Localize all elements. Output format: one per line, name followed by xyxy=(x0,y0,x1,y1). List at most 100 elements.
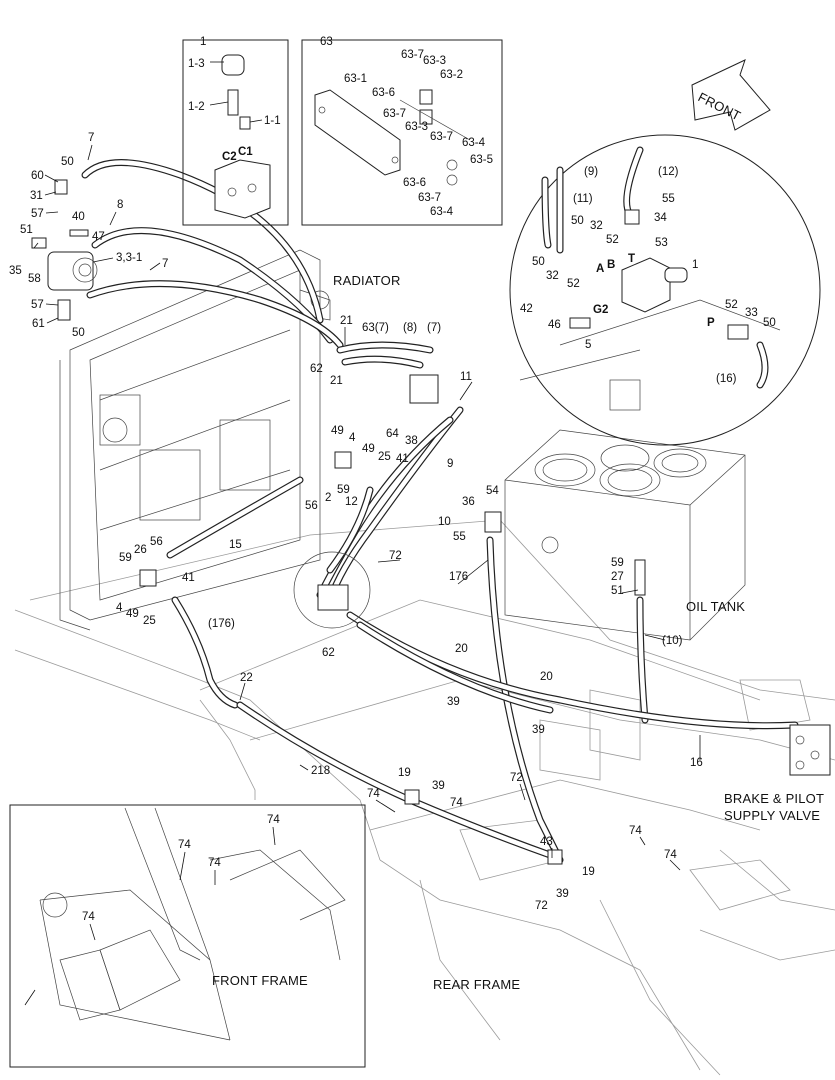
callout-m-59c: 59 xyxy=(119,552,132,564)
inset-63-labels: 63 63-1 63-7 63-3 63-2 63-6 63-7 63-3 63… xyxy=(320,36,493,218)
callout-c-33: 33 xyxy=(745,307,758,319)
callout-p-8: 8 xyxy=(117,199,123,211)
main-fittings xyxy=(139,374,646,865)
callout-m-7: (7) xyxy=(427,322,441,334)
port-t: T xyxy=(628,253,635,265)
brake-pilot-supply-valve xyxy=(789,724,831,776)
callout-m-22: 22 xyxy=(240,672,253,684)
callout-c-52b: 52 xyxy=(567,278,580,290)
callout-m-39a: 39 xyxy=(447,696,460,708)
port-c2: C2 xyxy=(222,151,237,163)
callout-p-57b: 57 xyxy=(31,299,44,311)
callout-f-74d: 74 xyxy=(82,911,95,923)
inset-63-bracket xyxy=(301,39,503,226)
callout-c-9: (9) xyxy=(584,166,598,178)
callout-m-21b: 21 xyxy=(330,375,343,387)
callout-c-42: 42 xyxy=(520,303,533,315)
callout-f-74a: 74 xyxy=(178,839,191,851)
callout-m-55: 55 xyxy=(453,531,466,543)
callout-c-50c: 50 xyxy=(763,317,776,329)
callout-m-39d: 39 xyxy=(556,888,569,900)
callout-m-74a: 74 xyxy=(367,788,380,800)
callout-m-8: (8) xyxy=(403,322,417,334)
callout-m-49a: 49 xyxy=(331,425,344,437)
callout-c-12: (12) xyxy=(658,166,679,178)
callout-m-72c: 72 xyxy=(535,900,548,912)
oil-tank xyxy=(504,429,746,641)
radiator xyxy=(59,249,331,631)
inset-1-solenoid-valve xyxy=(182,39,289,226)
callout-63-7c: 63-7 xyxy=(430,131,453,143)
callout-m-49b: 49 xyxy=(362,443,375,455)
callout-m-39c: 39 xyxy=(432,780,445,792)
callout-m-74d: 74 xyxy=(664,849,677,861)
callout-m-38: 38 xyxy=(405,435,418,447)
callout-p-7b: 7 xyxy=(88,132,94,144)
callout-c-32a: 32 xyxy=(590,220,603,232)
rear-frame-structure xyxy=(14,519,835,1076)
port-p: P xyxy=(707,317,715,329)
callout-m-72b: 72 xyxy=(510,772,523,784)
callout-m-49c: 49 xyxy=(126,608,139,620)
callout-63-5: 63-5 xyxy=(470,154,493,166)
main-labels: 21 63(7) (8) (7) 62 21 11 64 38 49 4 49 … xyxy=(24,315,703,1006)
callout-m-51: 51 xyxy=(611,585,624,597)
callout-63-3a: 63-3 xyxy=(423,55,446,67)
callout-c-16: (16) xyxy=(716,373,737,385)
callout-63-2: 63-2 xyxy=(440,69,463,81)
callout-m-72a: 72 xyxy=(389,550,402,562)
callout-m-56b: 56 xyxy=(150,536,163,548)
callout-m-16: 16 xyxy=(690,757,703,769)
callout-m-218: 218 xyxy=(311,765,330,777)
callout-m-39b: 39 xyxy=(532,724,545,736)
callout-m-59a: 59 xyxy=(337,484,350,496)
callout-m-21a: 21 xyxy=(340,315,353,327)
callout-m-27: 27 xyxy=(611,571,624,583)
callout-p-58: 58 xyxy=(28,273,41,285)
callout-m-176b: (176) xyxy=(208,618,235,630)
pump-labels: 60 50 31 57 40 8 51 47 3,3-1 35 58 7 57 … xyxy=(9,132,168,339)
inset-1-labels: 1 1-3 1-2 1-1 C2 C1 xyxy=(188,36,281,163)
callout-63-7b: 63-7 xyxy=(383,108,406,120)
callout-63-6b: 63-6 xyxy=(403,177,426,189)
callout-m-74c: 74 xyxy=(629,825,642,837)
callout-p-40: 40 xyxy=(72,211,85,223)
port-a: A xyxy=(596,263,604,275)
front-frame-label: FRONT FRAME xyxy=(212,973,308,988)
callout-p-31: 31 xyxy=(30,190,43,202)
callout-m-63-7: 63(7) xyxy=(362,322,389,334)
callout-m-59b: 59 xyxy=(611,557,624,569)
callout-c-5: 5 xyxy=(585,339,591,351)
callout-c-52c: 52 xyxy=(725,299,738,311)
callout-m-36: 36 xyxy=(462,496,475,508)
brake-pilot-label-2: SUPPLY VALVE xyxy=(724,808,820,823)
callout-p-35: 35 xyxy=(9,265,22,277)
callout-m-10b: (10) xyxy=(662,635,683,647)
callout-63-4a: 63-4 xyxy=(462,137,486,149)
callout-1-2: 1-2 xyxy=(188,101,205,113)
callout-m-20a: 20 xyxy=(455,643,468,655)
callout-m-4b: 4 xyxy=(116,602,123,614)
callout-c-50b: 50 xyxy=(532,256,545,268)
inset-1-number: 1 xyxy=(200,36,206,48)
section-labels: RADIATOR OIL TANK BRAKE & PILOT SUPPLY V… xyxy=(212,273,824,992)
callout-m-19b: 19 xyxy=(582,866,595,878)
rear-frame-label: REAR FRAME xyxy=(433,977,520,992)
callout-c-52a: 52 xyxy=(606,234,619,246)
port-b: B xyxy=(607,259,615,271)
circle-detail-labels: (9) (12) (11) 55 34 50 32 52 53 50 32 52… xyxy=(520,166,776,385)
callout-m-54: 54 xyxy=(486,485,499,497)
front-direction-arrow: FRONT xyxy=(691,59,771,131)
front-frame-inset xyxy=(9,804,366,1068)
callout-1-3: 1-3 xyxy=(188,58,205,70)
callout-p-47: 47 xyxy=(92,231,105,243)
callout-m-11: 11 xyxy=(460,371,472,383)
callout-c-53: 53 xyxy=(655,237,668,249)
callout-m-10: 10 xyxy=(438,516,451,528)
inset-63-number: 63 xyxy=(320,36,333,48)
callout-p-50a: 50 xyxy=(61,156,74,168)
callout-c-50a: 50 xyxy=(571,215,584,227)
callout-m-64: 64 xyxy=(386,428,399,440)
callout-f-74b: 74 xyxy=(267,814,280,826)
